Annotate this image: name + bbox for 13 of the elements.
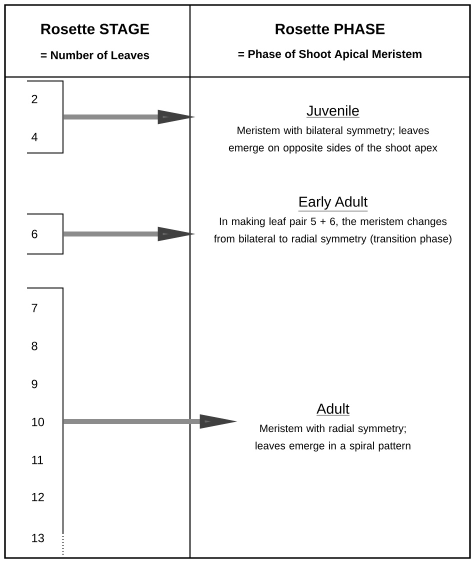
leaf-number-bracket: 2 4 [26, 80, 64, 154]
phase-heading: Juvenile [306, 105, 360, 118]
column-subheading: = Phase of Shoot Apical Meristem [238, 50, 422, 60]
column-heading: Rosette STAGE [41, 24, 150, 34]
phase-heading: Early Adult [298, 196, 368, 212]
column-subheading: = Number of Leaves [40, 50, 150, 60]
phase-heading: Adult [316, 403, 350, 416]
phase-description: Meristem with radial symmetry; leaves emerge in a spiral pattern [256, 424, 410, 452]
phase-description: In making leaf pair 5 + 6, the meristem changes from bilateral to radial symmetry (transition phase) [214, 217, 452, 245]
leaf-number-bracket: 7 8 9 10 11 12 13 [26, 288, 64, 556]
phase-description: Meristem with bilateral symmetry; leaves emerge on opposite sides of the shoot apex [228, 126, 438, 154]
leaf-number-bracket: 6 [26, 214, 64, 254]
column-heading: Rosette PHASE [276, 24, 385, 34]
